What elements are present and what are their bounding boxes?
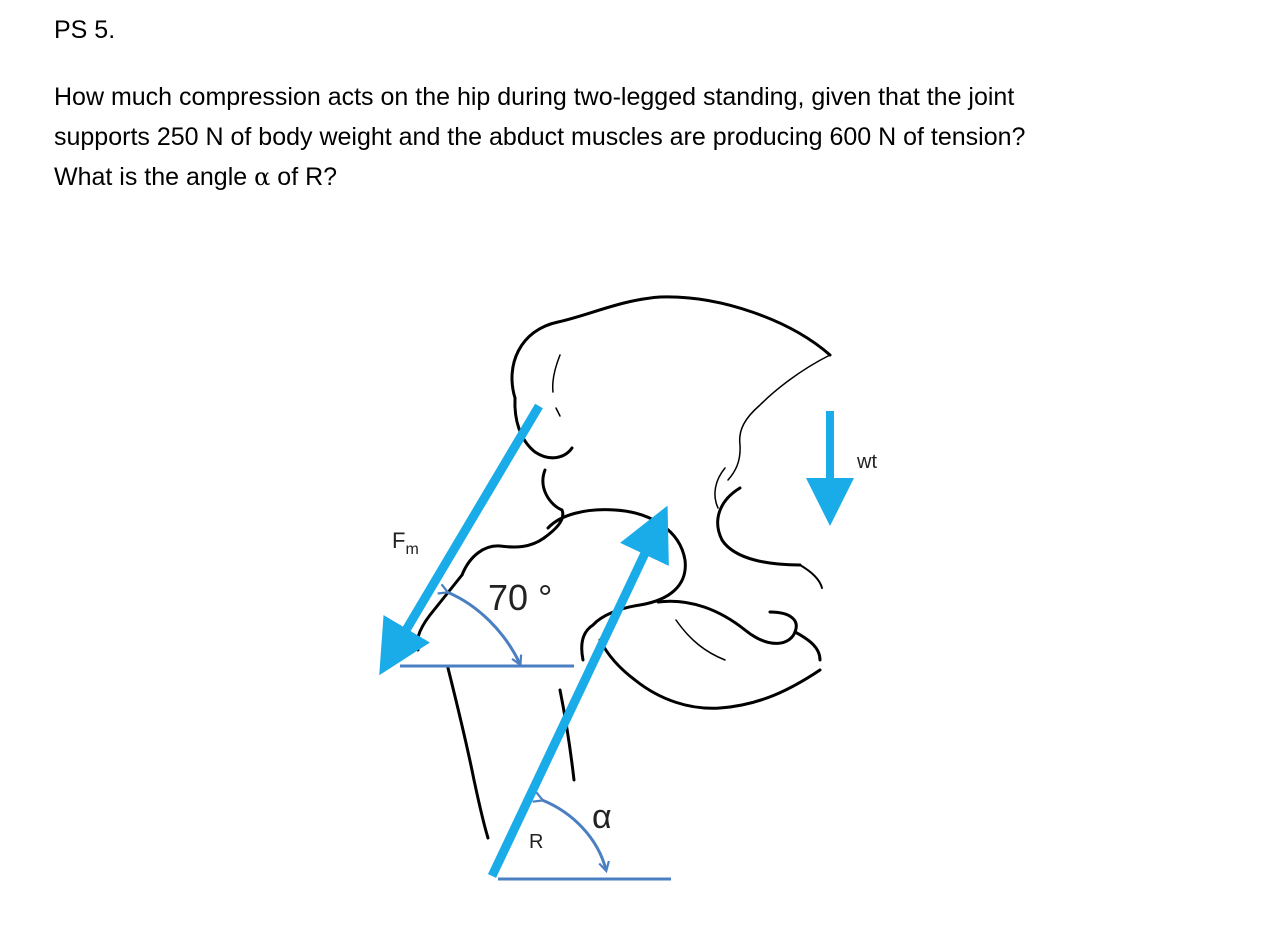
greater-trochanter: [415, 573, 464, 652]
anterior-ilium-edge: [513, 396, 574, 460]
question-line-3-end: of R?: [270, 163, 338, 191]
question-line-1: How much compression acts on the hip dur…: [54, 83, 1015, 111]
iliac-crest: [510, 295, 832, 400]
angle-70-label: 70 °: [488, 577, 552, 618]
fm-label-subscript: m: [405, 541, 418, 558]
femoral-neck-lower: [580, 623, 595, 662]
alpha-label: α: [592, 798, 612, 836]
problem-number: PS 5.: [54, 16, 116, 44]
question-line-2: supports 250 N of body weight and the ab…: [54, 123, 1026, 151]
question-line-3: What is the angle α of R?: [54, 157, 1234, 197]
alpha-angle-arc: [542, 800, 606, 870]
inner-pelvis-line: [714, 467, 726, 509]
question-line-3-start: What is the angle: [54, 163, 255, 191]
femoral-head: [546, 508, 687, 627]
pubic-arm: [793, 630, 822, 662]
obturator-line: [675, 619, 726, 661]
femur-shaft-medial: [558, 688, 576, 782]
pubis-loop: [656, 599, 798, 645]
wt-label: wt: [856, 451, 877, 473]
question-text: How much compression acts on the hip dur…: [54, 77, 1234, 197]
fm-force-arrow: [379, 403, 543, 676]
femur-shaft-lateral: [446, 666, 490, 840]
posterior-pelvis-line: [727, 354, 831, 481]
alpha-symbol: α: [254, 163, 271, 191]
pubic-lower: [598, 638, 822, 710]
ilium-inner-mark-2: [555, 407, 561, 417]
r-force-arrow: [487, 505, 669, 878]
ischial-spine: [799, 564, 823, 589]
ilium-notch: [541, 468, 565, 540]
ischium-curve: [716, 486, 802, 567]
ilium-inner-mark: [552, 354, 561, 393]
hip-bone-outline: [415, 295, 832, 840]
fm-label: Fm: [392, 528, 419, 558]
angle-70-arc: [447, 592, 520, 664]
r-label: R: [529, 831, 543, 853]
femoral-neck-upper: [460, 536, 546, 577]
fm-label-main: F: [392, 528, 405, 553]
